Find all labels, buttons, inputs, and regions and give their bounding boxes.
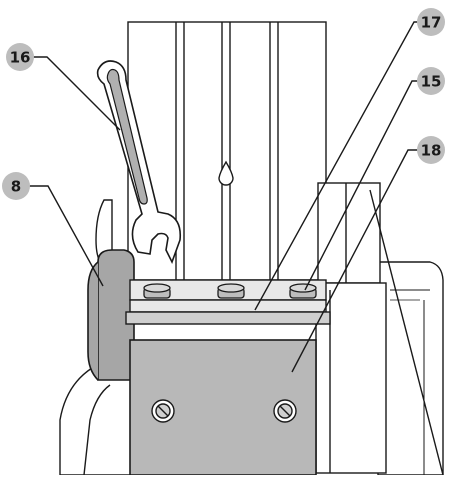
screw-icon — [151, 399, 175, 423]
callout-17: 17 — [417, 8, 445, 36]
leader-8 — [28, 185, 104, 287]
callout-16-label: 16 — [10, 49, 31, 67]
rear-column — [127, 21, 327, 281]
callout-18-label: 18 — [421, 142, 442, 160]
side-bracket — [315, 182, 387, 474]
bolt-icon — [289, 283, 317, 299]
callout-8-label: 8 — [11, 178, 21, 196]
callout-17-label: 17 — [421, 14, 442, 32]
leader-16 — [33, 56, 121, 131]
right-housing — [377, 261, 444, 476]
bolt-row — [143, 283, 317, 299]
callout-8: 8 — [2, 172, 30, 200]
callout-15-label: 15 — [421, 73, 442, 91]
bolt-icon — [143, 283, 171, 299]
callout-18: 18 — [417, 136, 445, 164]
drop-marker-icon — [218, 160, 234, 186]
leader-15b — [369, 189, 444, 476]
bolt-icon — [217, 283, 245, 299]
wrench-icon — [96, 60, 182, 265]
screw-icon — [273, 399, 297, 423]
handle-part — [87, 249, 135, 381]
callout-16: 16 — [6, 43, 34, 71]
callout-15: 15 — [417, 67, 445, 95]
